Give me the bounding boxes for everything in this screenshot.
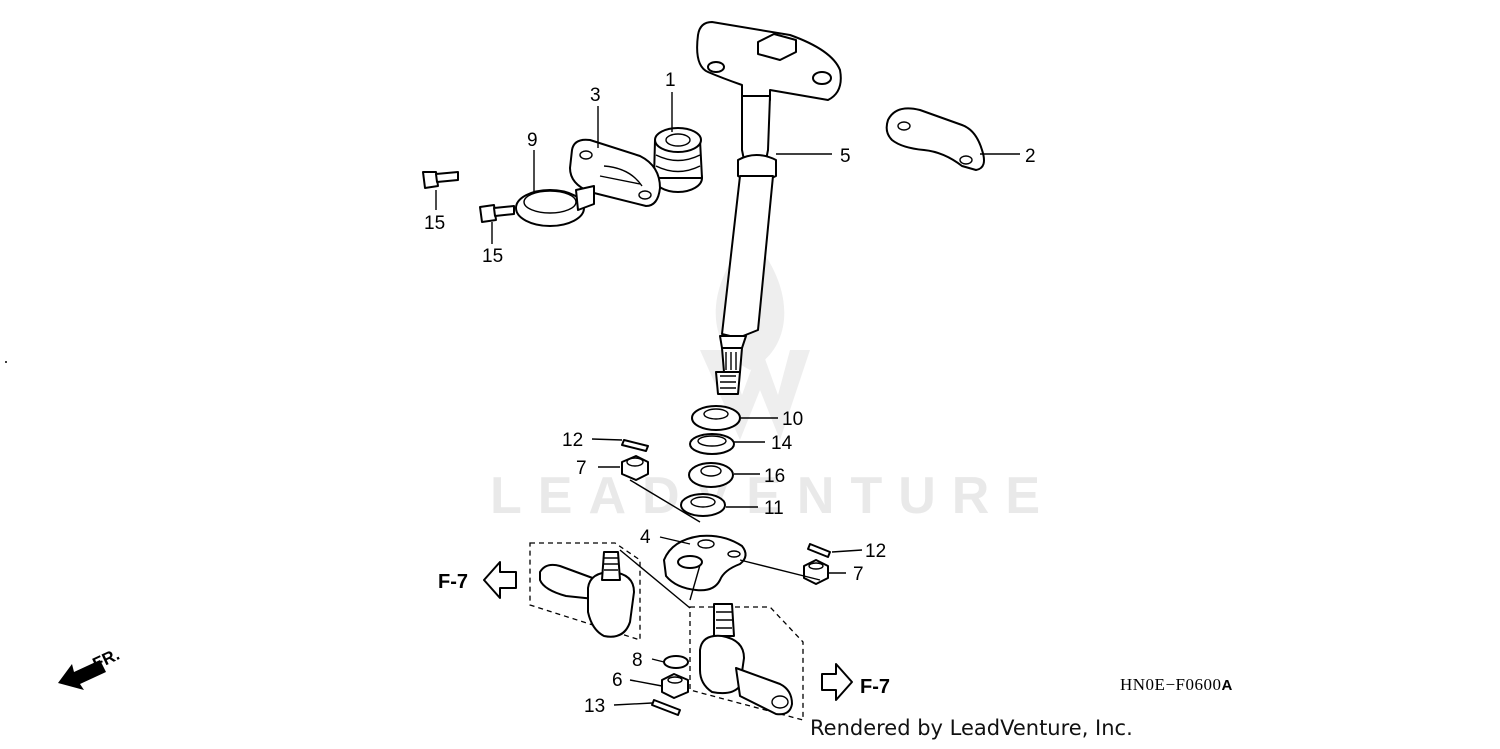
callout-10: 10 bbox=[782, 409, 803, 430]
tie-rod-end-right bbox=[689, 603, 804, 721]
oil-seal bbox=[688, 462, 734, 488]
castle-nut-7-right bbox=[803, 559, 829, 585]
steering-arm bbox=[663, 534, 747, 592]
bolt-15-upper bbox=[422, 171, 459, 189]
castle-nut-7-left bbox=[621, 455, 649, 481]
callout-15-lower: 15 bbox=[482, 246, 503, 267]
callout-4: 4 bbox=[640, 527, 651, 548]
callout-3: 3 bbox=[590, 85, 601, 106]
washer-8 bbox=[663, 655, 689, 669]
credit-text: Rendered by LeadVenture, Inc. bbox=[810, 716, 1133, 740]
leader-lines bbox=[435, 92, 1020, 706]
callout-12-right: 12 bbox=[865, 541, 886, 562]
callout-9: 9 bbox=[527, 130, 538, 151]
reference-right: F-7 bbox=[821, 663, 890, 701]
callout-13: 13 bbox=[584, 696, 605, 717]
callout-5: 5 bbox=[840, 146, 851, 167]
callout-14: 14 bbox=[771, 433, 793, 454]
callout-2: 2 bbox=[1025, 146, 1036, 167]
callout-12-left: 12 bbox=[562, 430, 583, 451]
callout-11: 11 bbox=[764, 498, 784, 519]
reference-right-label: F-7 bbox=[860, 676, 890, 698]
cotter-pin-12-right bbox=[807, 543, 831, 558]
callout-7-right: 7 bbox=[853, 564, 864, 585]
tie-rod-end-left bbox=[529, 542, 641, 641]
front-direction-indicator: FR. bbox=[58, 645, 123, 690]
callout-6: 6 bbox=[612, 670, 623, 691]
steering-shaft bbox=[696, 21, 842, 395]
bearing-10 bbox=[691, 405, 741, 431]
watermark-text: LEADVENTURE bbox=[490, 467, 1056, 525]
callout-8: 8 bbox=[632, 650, 643, 671]
shaft-holder bbox=[885, 107, 985, 171]
reference-left-label: F-7 bbox=[438, 571, 468, 593]
arrow-right-icon bbox=[821, 663, 853, 701]
clamp-band bbox=[515, 185, 595, 227]
bushing bbox=[653, 127, 703, 193]
oil-seal-lower bbox=[680, 493, 726, 517]
callout-7-left: 7 bbox=[576, 458, 587, 479]
cotter-pin-12-left bbox=[621, 439, 649, 452]
castle-nut-6 bbox=[661, 673, 689, 699]
callout-15-upper: 15 bbox=[424, 213, 445, 234]
bolt-15-lower bbox=[479, 204, 515, 223]
figure-code: HN0E−F0600A bbox=[1120, 675, 1233, 694]
callout-16: 16 bbox=[764, 466, 785, 487]
callout-1: 1 bbox=[665, 70, 676, 91]
circlip bbox=[689, 433, 735, 455]
cotter-pin-13 bbox=[651, 699, 681, 716]
front-arrow-icon bbox=[58, 660, 106, 690]
reference-left: F-7 bbox=[438, 561, 517, 599]
arrow-left-icon bbox=[483, 561, 517, 599]
callouts: 1 2 3 4 5 6 7 7 8 9 10 11 12 12 13 14 15… bbox=[424, 70, 1036, 717]
